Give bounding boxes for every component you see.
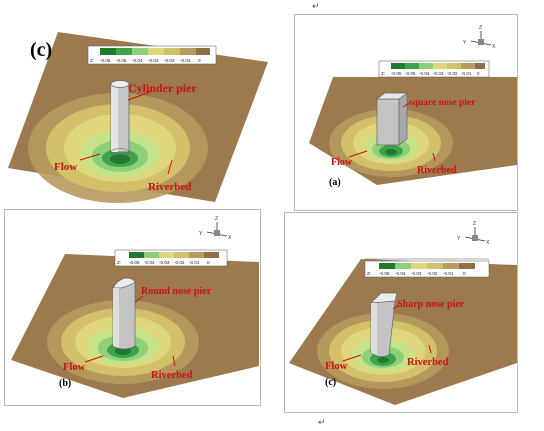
colorbar-tick: -0.04	[132, 58, 143, 63]
colorbar: Z: -0.06 -0.05 -0.04 -0.03 -0.02 -0.01 0	[87, 45, 217, 65]
flow-callout: Flow	[325, 354, 362, 372]
paragraph-mark-bottom: ↵	[318, 418, 326, 428]
colorbar-tick: -0.03	[148, 58, 159, 63]
riverbed-callout: Riverbed	[148, 159, 191, 193]
pier-callout: square nose pier	[402, 98, 476, 108]
colorbar-tick: -0.05	[405, 71, 416, 76]
colorbar-tick: 0	[477, 71, 480, 76]
axis-z-label: Z	[215, 216, 218, 222]
colorbar-tick: -0.01	[180, 58, 191, 63]
round-pier-icon	[112, 277, 136, 350]
panel-square-nose-pier: Z: -0.06 -0.05 -0.04 -0.03 -0.02 -0.01 0…	[294, 14, 518, 211]
pier-callout: Round nose pier	[134, 286, 212, 303]
colorbar: Z: -0.05 -0.04 -0.03 -0.02 -0.01 0	[114, 249, 228, 267]
colorbar-tick: -0.02	[427, 271, 438, 276]
colorbar-tick: -0.04	[144, 260, 155, 265]
pier-callout: Cylinder pier	[127, 81, 197, 101]
square-pier-icon	[375, 92, 409, 146]
flow-callout: Flow	[54, 153, 101, 173]
scour-plot-sharp: Z: -0.05 -0.04 -0.03 -0.02 -0.01 0 Z X Y…	[289, 221, 517, 405]
colorbar-tick: 0	[463, 271, 466, 276]
axis-triad-icon: Z X Y	[457, 221, 490, 246]
pier-callout: Sharp nose pier	[392, 299, 465, 310]
scour-plot-cylinder: Z: -0.06 -0.05 -0.04 -0.03 -0.02 -0.01 0…	[8, 32, 268, 203]
flow-label: Flow	[331, 157, 353, 168]
riverbed-callout: Riverbed	[407, 344, 449, 368]
axis-y-label: Y	[457, 236, 461, 242]
panel-sharp-nose-pier: Z: -0.05 -0.04 -0.03 -0.02 -0.01 0 Z X Y…	[284, 212, 518, 413]
colorbar-tick: -0.05	[129, 260, 140, 265]
colorbar-tick: -0.01	[189, 260, 200, 265]
panel-tag: (a)	[329, 177, 341, 188]
colorbar-tick: -0.04	[395, 271, 406, 276]
axis-x-label: X	[228, 235, 232, 241]
colorbar-prefix: Z:	[367, 271, 371, 276]
cylinder-pier-icon	[110, 80, 130, 156]
colorbar-tick: -0.01	[443, 271, 454, 276]
colorbar-prefix: Z:	[90, 58, 94, 63]
panel-round-nose-pier: Z: -0.05 -0.04 -0.03 -0.02 -0.01 0 Z X Y…	[4, 209, 261, 406]
paragraph-mark-top: ↵	[312, 2, 320, 12]
pier-label: square nose pier	[409, 98, 476, 108]
colorbar-tick: -0.03	[433, 71, 444, 76]
flow-label: Flow	[54, 161, 77, 173]
riverbed-label: Riverbed	[417, 165, 457, 176]
colorbar-tick: -0.01	[461, 71, 472, 76]
panel-cylinder-pier: Z: -0.06 -0.05 -0.04 -0.03 -0.02 -0.01 0…	[0, 20, 270, 205]
flow-label: Flow	[63, 362, 86, 373]
axis-triad-icon: Z X Y	[463, 25, 496, 50]
panel-tag: (b)	[59, 378, 71, 389]
axis-x-label: X	[492, 44, 496, 50]
flow-callout: Flow	[331, 150, 368, 168]
colorbar-tick: 0	[207, 260, 210, 265]
colorbar-prefix: Z:	[381, 71, 385, 76]
riverbed-label: Riverbed	[151, 370, 193, 381]
colorbar-tick: 0	[198, 58, 201, 63]
axis-z-label: Z	[479, 25, 482, 31]
colorbar: Z: -0.05 -0.04 -0.03 -0.02 -0.01 0	[364, 258, 490, 278]
scour-plot-square: Z: -0.06 -0.05 -0.04 -0.03 -0.02 -0.01 0…	[309, 25, 517, 188]
flow-callout: Flow	[63, 355, 104, 373]
axis-x-label: X	[486, 240, 490, 246]
colorbar-tick: -0.06	[100, 58, 111, 63]
panel-tag: (c)	[30, 39, 52, 61]
colorbar-tick: -0.05	[379, 271, 390, 276]
panel-tag: (c)	[325, 377, 336, 388]
sharp-pier-icon	[370, 292, 398, 357]
colorbar-tick: -0.06	[391, 71, 402, 76]
colorbar-tick: -0.05	[116, 58, 127, 63]
riverbed-callout: Riverbed	[151, 355, 193, 381]
pier-label: Sharp nose pier	[397, 299, 465, 310]
pier-label: Round nose pier	[141, 286, 212, 297]
axis-y-label: Y	[199, 231, 203, 237]
riverbed-label: Riverbed	[407, 357, 449, 368]
colorbar-tick: -0.03	[159, 260, 170, 265]
colorbar-tick: -0.02	[174, 260, 185, 265]
pier-label: Cylinder pier	[128, 81, 197, 95]
axis-y-label: Y	[463, 40, 467, 46]
colorbar-tick: -0.02	[164, 58, 175, 63]
axis-z-label: Z	[473, 221, 476, 227]
colorbar: Z: -0.06 -0.05 -0.04 -0.03 -0.02 -0.01 0	[378, 60, 490, 78]
scour-plot-round: Z: -0.05 -0.04 -0.03 -0.02 -0.01 0 Z X Y…	[11, 216, 259, 398]
flow-label: Flow	[325, 361, 348, 372]
riverbed-label: Riverbed	[148, 181, 191, 193]
colorbar-prefix: Z:	[117, 260, 121, 265]
colorbar-tick: -0.02	[447, 71, 458, 76]
axis-triad-icon: Z X Y	[199, 216, 232, 241]
colorbar-tick: -0.04	[419, 71, 430, 76]
riverbed-callout: Riverbed	[417, 152, 457, 176]
colorbar-tick: -0.03	[411, 271, 422, 276]
